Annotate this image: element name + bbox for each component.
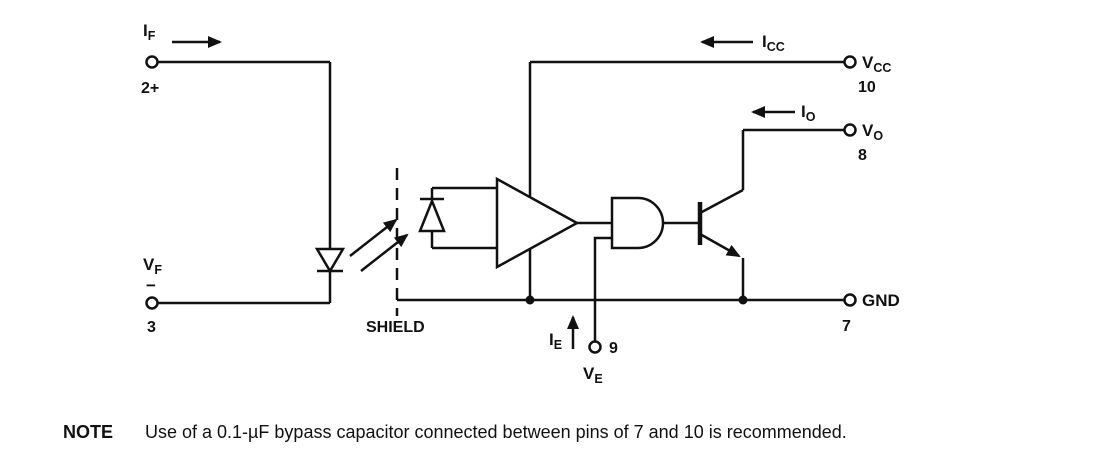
pin3-terminal xyxy=(145,296,159,310)
transistor-collector xyxy=(699,188,744,215)
light-arrow-1 xyxy=(349,218,398,257)
vcc-label: VCC xyxy=(862,53,891,75)
photodiode-triangle xyxy=(418,197,446,233)
led-symbol xyxy=(314,62,346,303)
amplifier-triangle xyxy=(495,176,580,270)
gnd-label: GND xyxy=(862,291,900,310)
note-text: Use of a 0.1-µF bypass capacitor connect… xyxy=(145,422,847,442)
pin8-terminal xyxy=(843,123,857,137)
enable-wire xyxy=(593,236,612,341)
icc-current-label: ICC xyxy=(762,32,785,54)
pin7-terminal xyxy=(843,293,857,307)
pin2-label: 2+ xyxy=(141,80,159,97)
led-triangle xyxy=(314,247,346,274)
output-pin: IO VO 8 xyxy=(743,102,883,164)
note-row: NOTE Use of a 0.1-µF bypass capacitor co… xyxy=(63,422,847,442)
input-side: IF 2+ VF − 3 xyxy=(141,21,330,336)
and-gate-body xyxy=(610,196,665,250)
ve-label: VE xyxy=(583,364,603,386)
vo-label: VO xyxy=(862,121,883,143)
shield-label: SHIELD xyxy=(366,319,425,336)
note-label: NOTE xyxy=(63,422,113,442)
transistor-emitter xyxy=(699,232,741,258)
pin9-label: 9 xyxy=(609,340,618,357)
pin10-label: 10 xyxy=(858,79,876,96)
enable-pin: IE 9 VE xyxy=(549,315,618,386)
photodiode-symbol xyxy=(418,186,497,250)
io-current-label: IO xyxy=(801,102,816,124)
ie-current-label: IE xyxy=(549,330,562,352)
light-arrow-2 xyxy=(360,233,409,272)
light-emission xyxy=(349,218,409,272)
output-transistor xyxy=(697,130,748,305)
pin8-label: 8 xyxy=(858,147,867,164)
pin10-terminal xyxy=(843,55,857,69)
vf-minus-label: − xyxy=(146,276,156,295)
pin3-label: 3 xyxy=(147,319,156,336)
ground-rail: GND 7 xyxy=(397,291,900,335)
amplifier xyxy=(495,62,612,300)
and-gate xyxy=(593,196,700,341)
if-current-label: IF xyxy=(143,21,156,43)
shield: SHIELD xyxy=(366,168,425,336)
pin7-label: 7 xyxy=(842,318,851,335)
pin9-terminal xyxy=(588,340,602,354)
vf-label: VF xyxy=(143,255,162,277)
pin2-terminal xyxy=(145,55,159,69)
vcc-rail: ICC VCC 10 xyxy=(530,32,891,96)
amp-ground-junction-dot xyxy=(525,295,535,305)
